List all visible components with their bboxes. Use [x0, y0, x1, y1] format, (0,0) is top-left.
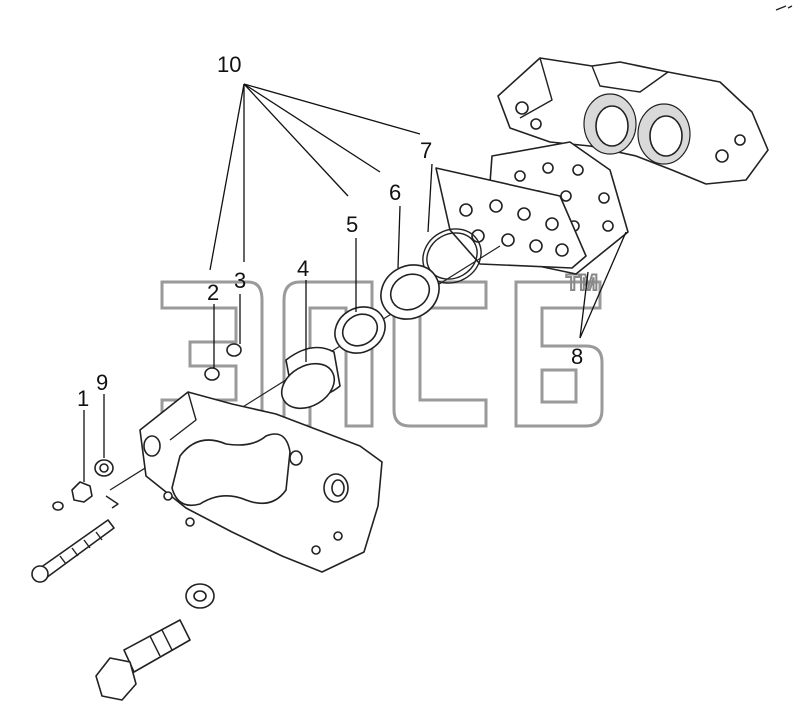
- bleeder-cap-9: [94, 459, 119, 509]
- bolt-washer: [185, 583, 215, 609]
- callout-10: 10: [217, 52, 241, 77]
- bleeder-screw-1: [52, 481, 93, 511]
- callout-4: 4: [297, 256, 309, 281]
- seal-ring-5: [334, 306, 386, 354]
- callout-9: 9: [96, 370, 108, 395]
- brake-pad-friction: [435, 167, 587, 269]
- callout-5: 5: [346, 212, 358, 237]
- piston-4: [280, 346, 341, 410]
- plug-2: [204, 367, 220, 381]
- upper-caliper-body: [497, 57, 769, 185]
- long-guide-bolt: [31, 519, 115, 583]
- callout-labels: 10 7 6 5 4 3 2 8 9 1: [77, 52, 583, 411]
- callout-2: 2: [207, 280, 219, 305]
- lower-caliper-body: [139, 391, 383, 573]
- corner-mark: [775, 5, 793, 11]
- leader-lines: [83, 83, 627, 482]
- callout-1: 1: [77, 386, 89, 411]
- watermark-trademark: TM: [566, 270, 598, 295]
- callout-7: 7: [420, 138, 432, 163]
- callout-6: 6: [389, 180, 401, 205]
- plug-3: [226, 343, 242, 357]
- seal-ring-6: [380, 264, 440, 320]
- callout-8: 8: [571, 344, 583, 369]
- short-bolt: [95, 619, 191, 701]
- callout-3: 3: [234, 268, 246, 293]
